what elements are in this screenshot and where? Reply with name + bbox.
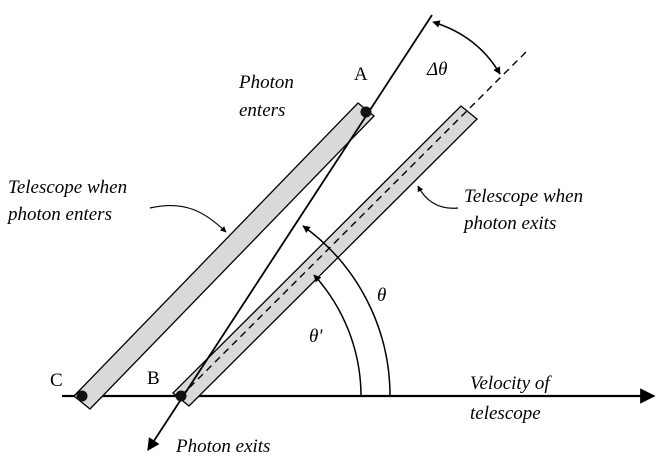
- telescope-enter-body: [73, 102, 375, 410]
- telescope-exit-label-line2: photon exits: [462, 213, 556, 234]
- point-a-label: A: [354, 64, 368, 85]
- leader-telescope-enter: [149, 204, 227, 233]
- photon-path: [147, 14, 433, 452]
- leader-telescope-exit: [417, 185, 459, 209]
- photon-enters-label-line2: enters: [239, 100, 285, 121]
- theta-prime-label: θ′: [309, 326, 323, 347]
- point-b-marker: [175, 390, 187, 402]
- photon-enters-label-line1: Photon: [238, 72, 294, 93]
- telescope-enter-label-line2: photon enters: [6, 204, 112, 225]
- point-b-label: B: [147, 368, 160, 389]
- delta-theta-arc: [432, 20, 501, 75]
- velocity-label-line1: Velocity of: [470, 373, 552, 394]
- telescope-exit-label-line1: Telescope when: [464, 186, 583, 207]
- photon-exits-label: Photon exits: [175, 436, 270, 457]
- point-c-label: C: [50, 370, 63, 391]
- point-c-marker: [76, 390, 88, 402]
- telescope-axis-dashed: [180, 49, 529, 397]
- telescope-exit-body: [172, 105, 478, 407]
- point-a-marker: [360, 106, 372, 118]
- theta-arc: [302, 225, 391, 397]
- theta-label: θ: [377, 285, 386, 306]
- velocity-label-line2: telescope: [470, 403, 541, 424]
- telescope-enter-label-line1: Telescope when: [8, 177, 127, 198]
- theta-prime-arc: [313, 274, 362, 397]
- delta-theta-label: Δθ: [426, 59, 447, 80]
